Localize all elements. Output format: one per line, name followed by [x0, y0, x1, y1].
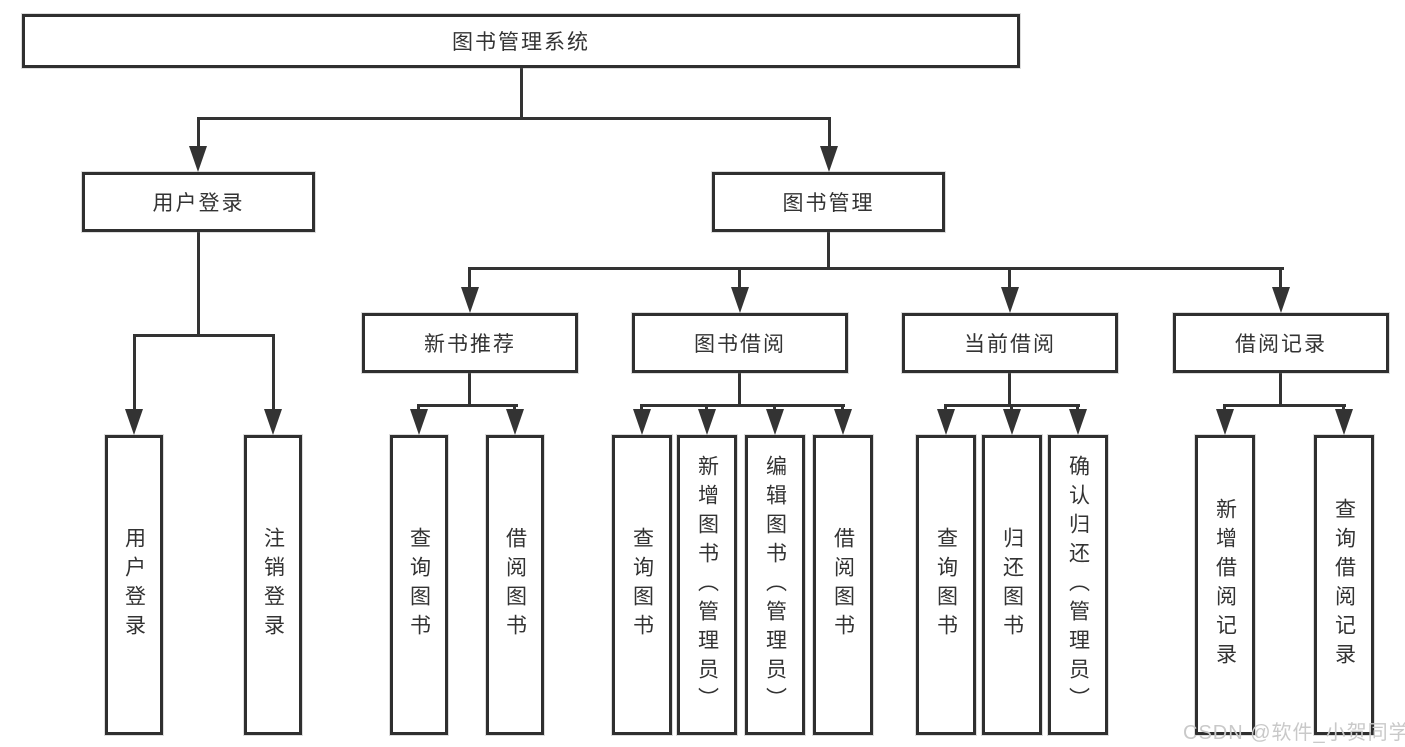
leaf-bb-edit-books-admin-label: 编辑图书（管理员） [763, 454, 787, 716]
arrowhead-nb-leaf2 [506, 409, 524, 435]
connector-book-mgmt-stem [827, 232, 830, 268]
connector-borrow-elbow [641, 404, 845, 407]
connector-to-borrow-records [1279, 267, 1282, 291]
leaf-br-add-record-label: 新增借阅记录 [1213, 498, 1237, 672]
leaf-logout-label: 注销登录 [261, 527, 285, 643]
connector-bb-leaf3 [773, 404, 776, 412]
leaf-bb-query-books-label: 查询图书 [630, 527, 654, 643]
connector-to-book-borrow [738, 267, 741, 291]
leaf-cb-return-books-label: 归还图书 [1000, 527, 1024, 643]
leaf-br-query-record: 查询借阅记录 [1314, 435, 1374, 735]
leaf-nb-query-books-label: 查询图书 [407, 527, 431, 643]
connector-to-leaf-login [133, 334, 136, 411]
connector-nb-leaf2 [513, 404, 516, 412]
arrowhead-to-leaf-logout [264, 409, 282, 435]
arrowhead-bb-leaf4 [834, 409, 852, 435]
connector-current-stem [1008, 373, 1011, 405]
node-book-management-label: 图书管理 [782, 192, 875, 215]
arrowhead-cb-leaf3 [1069, 409, 1087, 435]
arrowhead-nb-leaf1 [410, 409, 428, 435]
node-borrowing-records: 借阅记录 [1173, 313, 1389, 373]
connector-records-elbow [1224, 404, 1346, 407]
connector-to-current-borrow [1008, 267, 1011, 291]
leaf-nb-borrow-books: 借阅图书 [486, 435, 544, 735]
connector-br-leaf2 [1342, 404, 1345, 412]
leaf-nb-query-books: 查询图书 [390, 435, 448, 735]
leaf-bb-borrow-books: 借阅图书 [813, 435, 873, 735]
connector-to-leaf-logout [272, 334, 275, 411]
node-book-borrowing-label: 图书借阅 [694, 333, 786, 356]
leaf-bb-query-books: 查询图书 [612, 435, 672, 735]
leaf-bb-add-books-admin: 新增图书（管理员） [677, 435, 737, 735]
arrowhead-bb-leaf3 [766, 409, 784, 435]
connector-root-stem [520, 68, 523, 118]
leaf-br-add-record: 新增借阅记录 [1195, 435, 1255, 735]
leaf-cb-confirm-return-admin-label: 确认归还（管理员） [1066, 454, 1090, 716]
node-current-borrowing: 当前借阅 [902, 313, 1118, 373]
node-new-book-recommend-label: 新书推荐 [424, 333, 516, 356]
leaf-bb-borrow-books-label: 借阅图书 [831, 527, 855, 643]
leaf-nb-borrow-books-label: 借阅图书 [503, 527, 527, 643]
connector-to-book-mgmt [828, 117, 831, 147]
leaf-logout: 注销登录 [244, 435, 302, 735]
node-new-book-recommend: 新书推荐 [362, 313, 578, 373]
leaf-cb-query-books: 查询图书 [916, 435, 976, 735]
arrowhead-to-leaf-login [125, 409, 143, 435]
connector-cb-leaf2 [1010, 404, 1013, 412]
node-current-borrowing-label: 当前借阅 [964, 333, 1056, 356]
arrowhead-to-current-borrow [1001, 287, 1019, 313]
connector-new-books-elbow [418, 404, 518, 407]
connector-cb-leaf1 [944, 404, 947, 412]
connector-user-login-elbow [133, 334, 275, 337]
csdn-watermark: CSDN @软件_小贺同学 [1183, 722, 1405, 744]
arrowhead-br-leaf1 [1216, 409, 1234, 435]
node-book-borrowing: 图书借阅 [632, 313, 848, 373]
arrowhead-bb-leaf1 [633, 409, 651, 435]
leaf-user-login: 用户登录 [105, 435, 163, 735]
leaf-cb-return-books: 归还图书 [982, 435, 1042, 735]
connector-book-mgmt-elbow [468, 267, 1284, 270]
node-user-login: 用户登录 [82, 172, 315, 232]
connector-bb-leaf1 [640, 404, 643, 412]
connector-borrow-stem [738, 373, 741, 405]
arrowhead-to-book-mgmt [820, 146, 838, 172]
connector-to-user-login [197, 117, 200, 147]
node-borrowing-records-label: 借阅记录 [1235, 333, 1327, 356]
connector-root-elbow [197, 117, 831, 120]
connector-user-login-stem [197, 232, 200, 335]
connector-nb-leaf1 [417, 404, 420, 412]
arrowhead-br-leaf2 [1335, 409, 1353, 435]
leaf-bb-edit-books-admin: 编辑图书（管理员） [745, 435, 805, 735]
connector-br-leaf1 [1223, 404, 1226, 412]
node-root-system: 图书管理系统 [22, 14, 1020, 68]
leaf-bb-add-books-admin-label: 新增图书（管理员） [695, 454, 719, 716]
leaf-cb-query-books-label: 查询图书 [934, 527, 958, 643]
leaf-cb-confirm-return-admin: 确认归还（管理员） [1048, 435, 1108, 735]
node-book-management: 图书管理 [712, 172, 945, 232]
connector-cb-leaf3 [1076, 404, 1079, 412]
connector-records-stem [1279, 373, 1282, 405]
leaf-user-login-label: 用户登录 [122, 527, 146, 643]
connector-bb-leaf4 [841, 404, 844, 412]
arrowhead-bb-leaf2 [698, 409, 716, 435]
arrowhead-cb-leaf1 [937, 409, 955, 435]
leaf-br-query-record-label: 查询借阅记录 [1332, 498, 1356, 672]
arrowhead-to-borrow-records [1272, 287, 1290, 313]
connector-to-new-books [468, 267, 471, 291]
arrowhead-to-user-login [189, 146, 207, 172]
node-user-login-label: 用户登录 [152, 192, 245, 215]
connector-new-books-stem [468, 373, 471, 405]
arrowhead-cb-leaf2 [1003, 409, 1021, 435]
arrowhead-to-book-borrow [731, 287, 749, 313]
node-root-label: 图书管理系统 [452, 31, 590, 54]
connector-bb-leaf2 [705, 404, 708, 412]
arrowhead-to-new-books [461, 287, 479, 313]
